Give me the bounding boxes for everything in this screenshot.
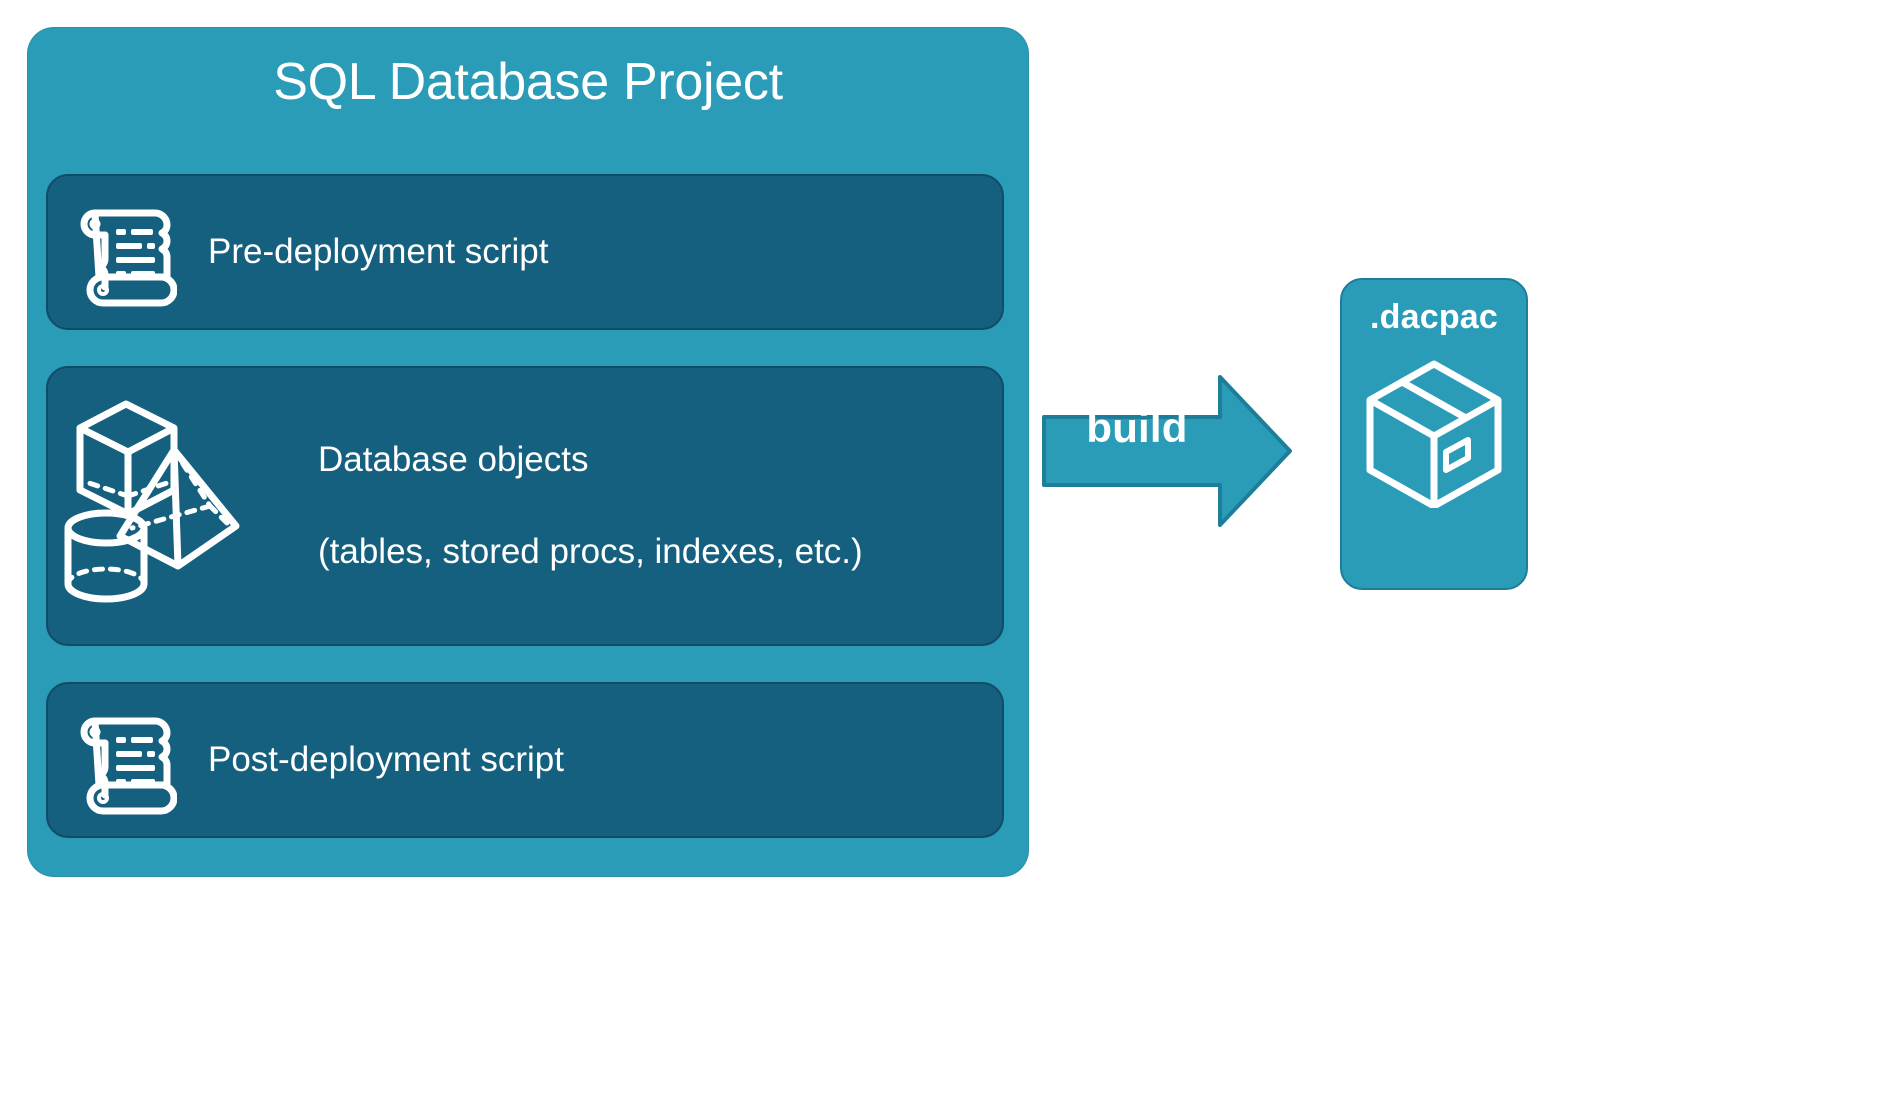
build-arrow-label: build	[1086, 404, 1188, 451]
row-pre-deployment-label: Pre-deployment script	[208, 231, 549, 271]
row-post-deployment-label: Post-deployment script	[208, 739, 564, 779]
project-title: SQL Database Project	[273, 53, 783, 111]
scroll-icon	[48, 197, 198, 307]
row-post-deployment-script[interactable]: Post-deployment script	[46, 682, 1004, 838]
build-arrow-icon	[1042, 375, 1292, 527]
row-database-objects-label: Database objects (tables, stored procs, …	[318, 391, 863, 622]
scroll-icon	[48, 705, 198, 815]
package-box-icon	[1364, 358, 1504, 508]
database-objects-line-2: (tables, stored procs, indexes, etc.)	[318, 532, 863, 572]
row-pre-deployment-script[interactable]: Pre-deployment script	[46, 174, 1004, 330]
sql-database-project-card: SQL Database Project	[28, 28, 1028, 876]
database-objects-line-1: Database objects	[318, 439, 589, 479]
dacpac-title: .dacpac	[1369, 298, 1499, 336]
shapes-icon	[48, 386, 318, 626]
dacpac-output-card: .dacpac	[1340, 278, 1528, 590]
row-database-objects[interactable]: Database objects (tables, stored procs, …	[46, 366, 1004, 646]
